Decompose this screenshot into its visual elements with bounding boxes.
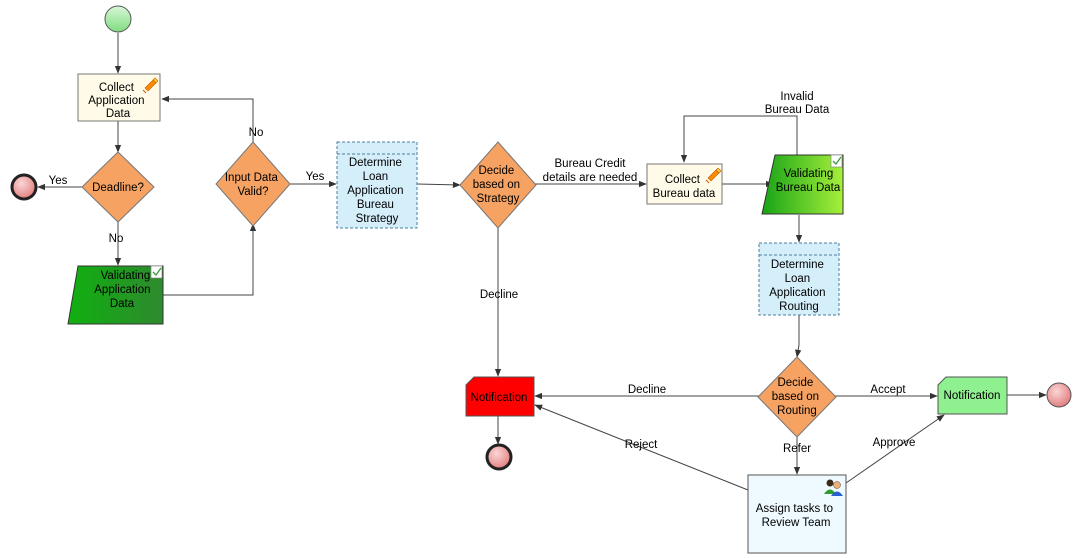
end-event-deadline[interactable] <box>10 173 38 201</box>
gateway-input-data-valid[interactable]: Input Data Valid? <box>215 141 291 227</box>
human-task-assign-review-team[interactable]: Assign tasks to Review Team <box>747 474 847 554</box>
end-event-decline[interactable] <box>485 443 513 471</box>
label-decline-strategy: Decline <box>480 289 518 301</box>
data-validating-bureau[interactable]: Validating Bureau Data <box>761 154 844 215</box>
notification-accept[interactable]: Notification <box>937 376 1008 415</box>
svg-text:Decide based on St: Decide based on Strategy <box>473 165 524 205</box>
svg-text:Collect Application: Collect Application Data <box>88 82 147 120</box>
label-yes-input: Yes <box>306 171 325 183</box>
edge-validating-input <box>160 223 257 296</box>
label-no-deadline: No <box>109 233 124 245</box>
label-no-input: No <box>249 127 264 139</box>
label-accept: Accept <box>870 384 906 396</box>
svg-text:Validating Bureau Data: Validating Bureau Data <box>776 168 841 194</box>
edit-pencil-icon <box>705 167 722 184</box>
edge-invalid-loop <box>680 115 798 163</box>
edge-labels: Yes No No Yes Bureau Credit details are … <box>49 91 916 455</box>
svg-text:Determine Loan App: Determine Loan Application Bureau Strate… <box>347 157 406 225</box>
data-validating-application[interactable]: Validating Application Data <box>67 265 164 325</box>
svg-text:Deadline?: Deadline? <box>92 182 144 194</box>
label-approve: Approve <box>873 437 916 449</box>
label-decline-routing: Decline <box>628 384 666 396</box>
label-yes-deadline: Yes <box>49 175 68 187</box>
svg-text:Input Data Valid?: Input Data Valid? <box>225 172 281 198</box>
start-event[interactable] <box>104 5 132 33</box>
svg-text:Assign tasks to Review T: Assign tasks to Review Team <box>756 503 837 529</box>
svg-text:Notification: Notification <box>471 392 528 404</box>
edge-routing-decide <box>795 315 802 358</box>
edge-input-collect <box>161 95 254 142</box>
label-reject: Reject <box>625 439 658 451</box>
svg-text:Validating Application: Validating Application Data <box>94 270 153 310</box>
edge-approve <box>845 414 945 484</box>
gateway-deadline[interactable]: Deadline? <box>81 151 155 223</box>
edge-determine-decide <box>416 181 461 189</box>
edit-pencil-icon <box>142 77 159 94</box>
label-bureau-needed-1: Bureau Credit <box>555 158 627 170</box>
task-collect-application-data[interactable]: Collect Application Data <box>77 73 161 122</box>
edges <box>37 33 1047 491</box>
service-determine-bureau-strategy[interactable]: Determine Loan Application Bureau Strate… <box>336 141 418 229</box>
gateway-decide-strategy[interactable]: Decide based on Strategy <box>459 141 537 229</box>
label-bureau-needed-2: details are needed <box>543 172 638 184</box>
task-collect-bureau-data[interactable]: Collect Bureau data <box>646 163 723 205</box>
end-event-accept[interactable] <box>1046 382 1072 408</box>
checklist-icon <box>150 265 163 279</box>
svg-text:Determine Loan App: Determine Loan Application Routing <box>769 259 828 313</box>
checklist-icon <box>830 154 843 168</box>
people-icon <box>824 479 843 496</box>
label-refer: Refer <box>783 443 811 455</box>
notification-decline[interactable]: Notification <box>465 376 535 417</box>
edge-reject <box>534 404 749 491</box>
svg-text:Decide based on Ro: Decide based on Routing <box>772 377 823 417</box>
svg-text:Collect Bureau data: Collect Bureau data <box>653 174 716 200</box>
label-invalid-1: Invalid <box>780 91 813 103</box>
service-determine-routing[interactable]: Determine Loan Application Routing <box>758 242 840 316</box>
svg-text:Notification: Notification <box>944 390 1001 402</box>
label-invalid-2: Bureau Data <box>765 104 830 116</box>
gateway-decide-routing[interactable]: Decide based on Routing <box>757 356 837 438</box>
